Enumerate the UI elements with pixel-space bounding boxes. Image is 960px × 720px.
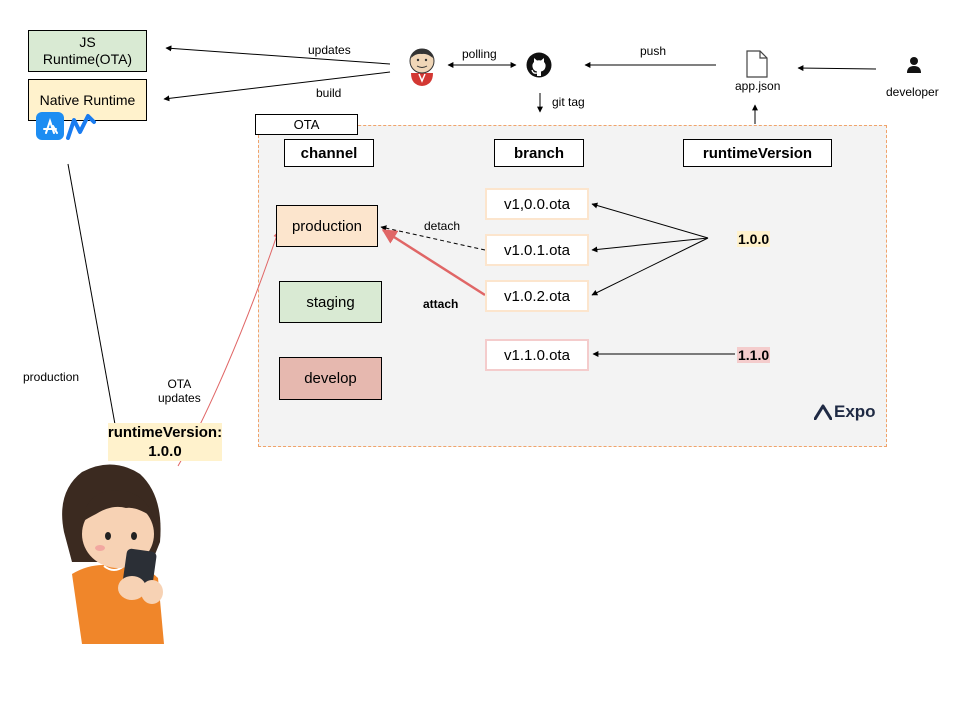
runtime-version-header: runtimeVersion (683, 139, 832, 167)
expo-text: Expo (834, 402, 876, 421)
branch-v100: v1,0.0.ota (485, 188, 589, 220)
detach-arrow (380, 225, 486, 251)
channel-production: production (276, 205, 378, 247)
updates-arrow (165, 45, 391, 65)
person-icon (906, 56, 922, 74)
user-illustration (52, 462, 172, 644)
expo-icon (814, 404, 832, 420)
device-runtime-label: runtimeVersion: 1.0.0 (102, 423, 228, 461)
production-arrow (67, 163, 122, 453)
runtime-version-110: 1.1.0 (737, 347, 771, 363)
branch-v101: v1.0.1.ota (485, 234, 589, 266)
channel-staging: staging (279, 281, 382, 323)
branch-header: branch (494, 139, 584, 167)
github-icon (526, 52, 552, 78)
js-runtime-box: JS Runtime(OTA) (28, 30, 147, 72)
channel-header: channel (284, 139, 374, 167)
attach-label: attach (423, 297, 459, 311)
channel-develop: develop (279, 357, 382, 400)
device-runtime-text: runtimeVersion: 1.0.0 (107, 423, 223, 461)
file-icon (746, 50, 768, 78)
app-json-label: app.json (735, 79, 781, 93)
build-arrow (163, 71, 391, 102)
native-runtime-box: Native Runtime (28, 79, 147, 121)
testflight-icon (66, 112, 96, 140)
updates-label: updates (308, 43, 351, 57)
ota-updates-label: OTA updates (158, 377, 201, 405)
developer-arrow (797, 65, 877, 72)
developer-label: developer (886, 85, 939, 99)
expo-logo: Expo (814, 402, 876, 422)
attach-arrow (381, 228, 486, 297)
ota-title: OTA (255, 114, 358, 135)
polling-label: polling (462, 47, 497, 61)
branch-v110: v1.1.0.ota (485, 339, 589, 371)
runtime-version-100: 1.0.0 (737, 231, 771, 247)
production-label: production (23, 370, 80, 384)
rv100-to-v102 (591, 237, 709, 296)
detach-label: detach (424, 219, 461, 233)
jenkins-icon (405, 45, 439, 87)
push-label: push (640, 44, 667, 58)
git-tag-label: git tag (552, 95, 585, 109)
branch-v102: v1.0.2.ota (485, 280, 589, 312)
rv100-to-v100 (591, 202, 709, 239)
build-label: build (316, 86, 342, 100)
rv100-to-v101 (591, 237, 709, 253)
app-store-icon (36, 112, 64, 140)
